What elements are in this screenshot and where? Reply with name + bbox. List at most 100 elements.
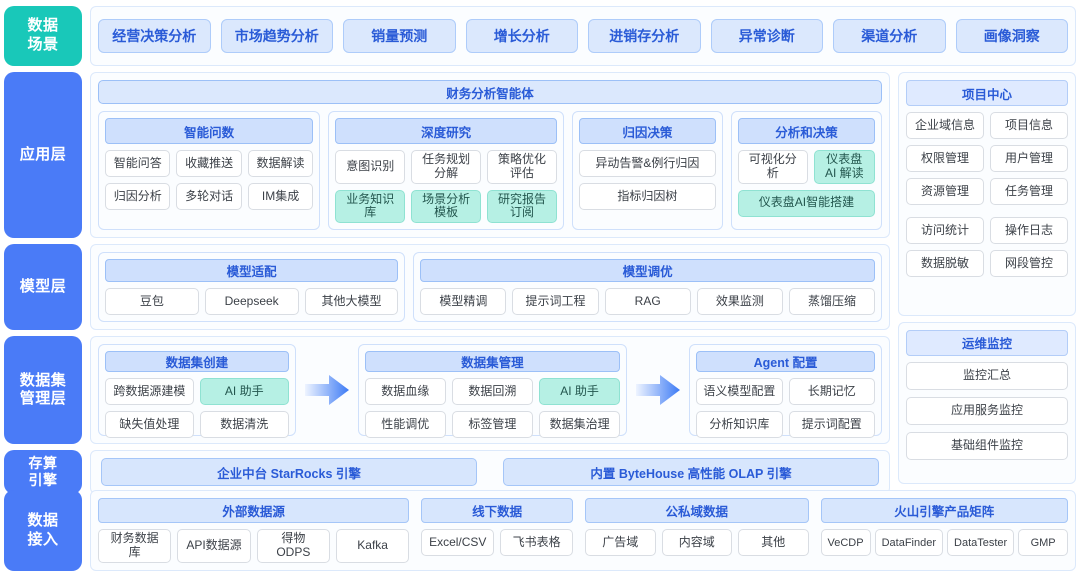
tile-scenario-template[interactable]: 场景分析模板 bbox=[411, 189, 482, 224]
group-title-offline-data: 线下数据 bbox=[421, 498, 573, 524]
tile-cross-source-modeling[interactable]: 跨数据源建模 bbox=[105, 378, 194, 406]
tile-business-knowledge-base[interactable]: 业务知识库 bbox=[335, 189, 406, 224]
tile-infra-component-monitoring[interactable]: 基础组件监控 bbox=[906, 431, 1068, 460]
tile-anomaly-alert[interactable]: 异动告警&例行归因 bbox=[578, 150, 716, 178]
engine-starrocks[interactable]: 企业中台 StarRocks 引擎 bbox=[101, 458, 477, 487]
group-title-model-adaptation: 模型适配 bbox=[105, 259, 399, 283]
tile-dashboard-ai-builder[interactable]: 仪表盘AI智能搭建 bbox=[737, 189, 875, 217]
group-offline-data: 线下数据 Excel/CSV 飞书表格 bbox=[421, 498, 574, 563]
scenario-pill-4[interactable]: 进销存分析 bbox=[588, 19, 701, 54]
tile-finance-db[interactable]: 财务数据库 bbox=[98, 529, 172, 563]
tile-data-masking[interactable]: 数据脱敏 bbox=[906, 250, 984, 278]
scenario-pill-0[interactable]: 经营决策分析 bbox=[98, 19, 211, 54]
tile-monitoring-summary[interactable]: 监控汇总 bbox=[906, 361, 1068, 390]
tile-distillation-compression[interactable]: 蒸馏压缩 bbox=[788, 288, 876, 316]
group-external-sources: 外部数据源 财务数据库 API数据源 得物 ODPS Kafka bbox=[98, 498, 410, 563]
scenario-pill-5[interactable]: 异常诊断 bbox=[710, 19, 823, 54]
group-title-project-center: 项目中心 bbox=[906, 80, 1068, 107]
tile-datatester[interactable]: DataTester bbox=[947, 529, 1015, 557]
tile-vecdp[interactable]: VeCDP bbox=[820, 529, 871, 557]
tile-performance-tuning[interactable]: 性能调优 bbox=[364, 411, 446, 439]
tile-metric-attribution-tree[interactable]: 指标归因树 bbox=[578, 183, 716, 211]
tile-model-finetune[interactable]: 模型精调 bbox=[420, 288, 507, 316]
tile-ad-domain[interactable]: 广告域 bbox=[585, 529, 656, 557]
tile-smart-qa[interactable]: 智能问答 bbox=[105, 150, 171, 178]
group-dataset-creation: 数据集创建 跨数据源建模 AI 助手 缺失值处理 数据清洗 bbox=[98, 344, 296, 439]
tile-visual-analysis[interactable]: 可视化分析 bbox=[737, 150, 808, 184]
tile-ai-assistant-creation[interactable]: AI 助手 bbox=[199, 378, 289, 406]
tile-strategy-optimization[interactable]: 策略优化评估 bbox=[487, 150, 557, 184]
tile-im-integration[interactable]: IM集成 bbox=[247, 183, 314, 211]
tile-dataset-governance[interactable]: 数据集治理 bbox=[538, 411, 621, 439]
tiles-analysis-decision: 可视化分析 仪表盘 AI 解读 仪表盘AI智能搭建 bbox=[737, 150, 875, 217]
tile-research-report-subscribe[interactable]: 研究报告订阅 bbox=[487, 189, 557, 224]
tile-data-backtrack[interactable]: 数据回溯 bbox=[451, 378, 533, 406]
middle-block: 应用层 财务分析智能体 智能问数 智能问答 收藏推送 数据解读 bbox=[4, 72, 1076, 495]
group-title-intelligent-query: 智能问数 bbox=[105, 118, 314, 145]
tile-dashboard-ai-interpretation[interactable]: 仪表盘 AI 解读 bbox=[813, 150, 875, 184]
tile-analysis-knowledge-base[interactable]: 分析知识库 bbox=[696, 411, 783, 439]
row-engine: 存算 引擎 企业中台 StarRocks 引擎 内置 ByteHouse 高性能… bbox=[4, 450, 890, 495]
group-volcano-products: 火山引擎产品矩阵 VeCDP DataFinder DataTester GMP bbox=[820, 498, 1068, 563]
engine-bytehouse[interactable]: 内置 ByteHouse 高性能 OLAP 引擎 bbox=[503, 458, 879, 487]
tiles-attribution-decision: 异动告警&例行归因 指标归因树 bbox=[578, 150, 716, 211]
tile-rag[interactable]: RAG bbox=[604, 288, 691, 316]
tile-task-management[interactable]: 任务管理 bbox=[990, 178, 1068, 206]
tile-kafka[interactable]: Kafka bbox=[335, 529, 410, 563]
tile-deepseek[interactable]: Deepseek bbox=[204, 288, 299, 316]
tile-intent-recognition[interactable]: 意图识别 bbox=[335, 150, 406, 184]
tile-excel-csv[interactable]: Excel/CSV bbox=[421, 529, 495, 557]
tile-project-info[interactable]: 项目信息 bbox=[990, 112, 1068, 140]
tile-enterprise-domain-info[interactable]: 企业域信息 bbox=[906, 112, 984, 140]
application-panel: 财务分析智能体 智能问数 智能问答 收藏推送 数据解读 归因分析 bbox=[90, 72, 890, 239]
tile-data-interpretation[interactable]: 数据解读 bbox=[247, 150, 314, 178]
tile-datafinder[interactable]: DataFinder bbox=[874, 529, 944, 557]
tile-app-service-monitoring[interactable]: 应用服务监控 bbox=[906, 396, 1068, 425]
tiles-deep-research: 意图识别 任务规划分解 策略优化评估 业务知识库 场景分析模板 研究报告订阅 bbox=[335, 150, 557, 224]
scenario-pill-1[interactable]: 市场趋势分析 bbox=[220, 19, 333, 54]
right-sidebar: 项目中心 企业域信息 项目信息 权限管理 用户管理 资源管理 任务管理 访问统计… bbox=[898, 72, 1076, 485]
group-title-analysis-decision: 分析和决策 bbox=[737, 118, 875, 145]
tile-other-llm[interactable]: 其他大模型 bbox=[304, 288, 399, 316]
tile-multi-turn-dialog[interactable]: 多轮对话 bbox=[176, 183, 242, 211]
tile-visit-statistics[interactable]: 访问统计 bbox=[906, 217, 984, 245]
tile-other-domain[interactable]: 其他 bbox=[738, 529, 809, 557]
tile-prompt-config[interactable]: 提示词配置 bbox=[788, 411, 876, 439]
tile-feishu-sheet[interactable]: 飞书表格 bbox=[500, 529, 574, 557]
scenario-pill-2[interactable]: 销量预测 bbox=[343, 19, 456, 54]
tile-favorite-push[interactable]: 收藏推送 bbox=[176, 150, 242, 178]
tiles-model-tuning: 模型精调 提示词工程 RAG 效果监测 蒸馏压缩 bbox=[420, 288, 876, 316]
tile-permission-management[interactable]: 权限管理 bbox=[906, 145, 984, 173]
tile-resource-management[interactable]: 资源管理 bbox=[906, 178, 984, 206]
tile-effect-monitoring[interactable]: 效果监测 bbox=[696, 288, 783, 316]
tile-user-management[interactable]: 用户管理 bbox=[990, 145, 1068, 173]
ingest-panel: 外部数据源 财务数据库 API数据源 得物 ODPS Kafka 线下数据 Ex… bbox=[90, 490, 1076, 571]
tile-content-domain[interactable]: 内容域 bbox=[661, 529, 732, 557]
tile-data-cleaning[interactable]: 数据清洗 bbox=[199, 411, 289, 439]
tile-api-source[interactable]: API数据源 bbox=[177, 529, 251, 563]
scenario-pill-6[interactable]: 渠道分析 bbox=[833, 19, 946, 54]
tiles-dataset-management: 数据血缘 数据回溯 AI 助手 性能调优 标签管理 数据集治理 bbox=[364, 378, 621, 439]
tile-doubao[interactable]: 豆包 bbox=[105, 288, 199, 316]
row-application: 应用层 财务分析智能体 智能问数 智能问答 收藏推送 数据解读 bbox=[4, 72, 890, 239]
tile-network-control[interactable]: 网段管控 bbox=[990, 250, 1068, 278]
row-scenario: 数据 场景 经营决策分析 市场趋势分析 销量预测 增长分析 进销存分析 异常诊断… bbox=[4, 6, 1076, 67]
tile-attribution-analysis[interactable]: 归因分析 bbox=[105, 183, 171, 211]
scenario-pill-3[interactable]: 增长分析 bbox=[465, 19, 578, 54]
tile-prompt-engineering[interactable]: 提示词工程 bbox=[512, 288, 599, 316]
tile-operation-log[interactable]: 操作日志 bbox=[990, 217, 1068, 245]
tile-semantic-model-config[interactable]: 语义模型配置 bbox=[696, 378, 783, 406]
tile-data-lineage[interactable]: 数据血缘 bbox=[364, 378, 446, 406]
tile-long-term-memory[interactable]: 长期记忆 bbox=[788, 378, 876, 406]
tile-ai-assistant-management[interactable]: AI 助手 bbox=[538, 378, 621, 406]
group-agent-config: Agent 配置 语义模型配置 长期记忆 分析知识库 提示词配置 bbox=[689, 344, 882, 439]
tile-tag-management[interactable]: 标签管理 bbox=[451, 411, 533, 439]
group-title-model-tuning: 模型调优 bbox=[420, 259, 875, 283]
tile-gmp[interactable]: GMP bbox=[1018, 529, 1068, 557]
tiles-volcano-products: VeCDP DataFinder DataTester GMP bbox=[820, 529, 1068, 557]
tile-missing-value-handling[interactable]: 缺失值处理 bbox=[105, 411, 194, 439]
tile-dewu-odps[interactable]: 得物 ODPS bbox=[256, 529, 330, 563]
tile-task-planning[interactable]: 任务规划分解 bbox=[411, 150, 482, 184]
tiles-dataset-creation: 跨数据源建模 AI 助手 缺失值处理 数据清洗 bbox=[105, 378, 289, 439]
scenario-pill-7[interactable]: 画像洞察 bbox=[955, 19, 1068, 54]
